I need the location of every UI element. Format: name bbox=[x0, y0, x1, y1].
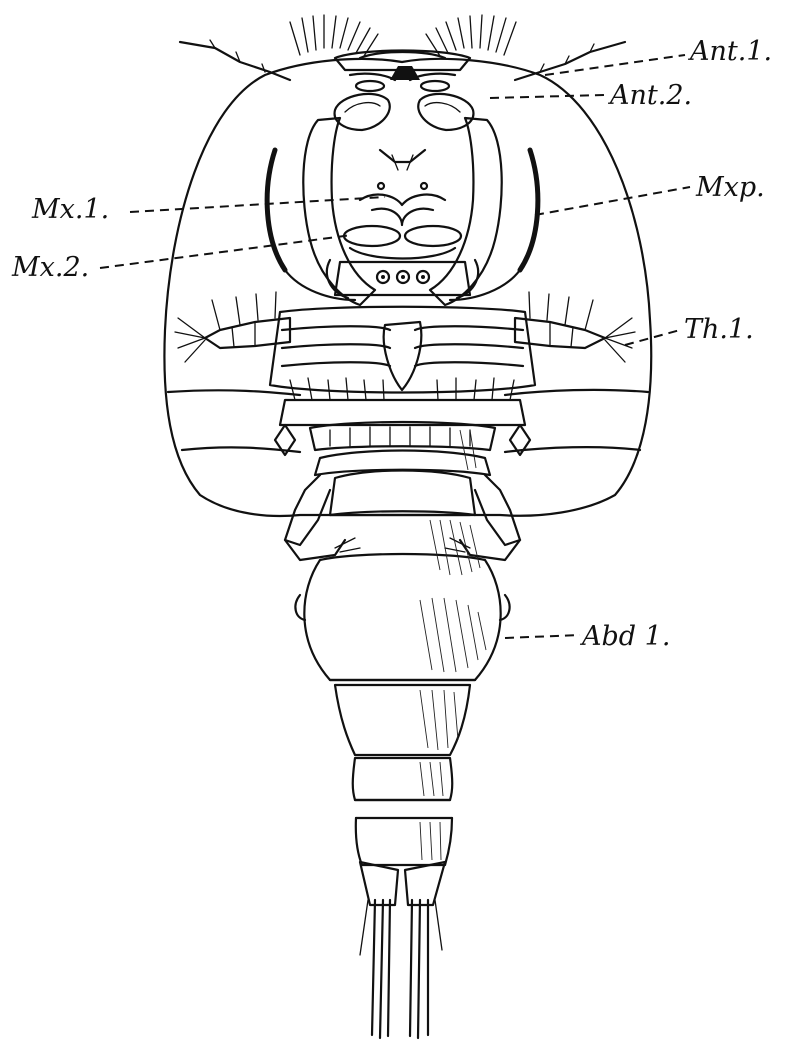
leader-lines bbox=[99, 54, 691, 639]
furcal-rami bbox=[358, 860, 447, 907]
maxilla-1 bbox=[358, 148, 447, 227]
label-ant2: Ant.2. bbox=[607, 80, 692, 111]
label-th1: Th.1. bbox=[684, 314, 754, 345]
caudal-setae bbox=[359, 898, 443, 1040]
sternal-plate bbox=[333, 260, 472, 297]
thoracic-leg-1 bbox=[174, 291, 636, 394]
antenna-2 bbox=[333, 92, 475, 132]
antenna-1 bbox=[178, 14, 627, 82]
label-ant1: Ant.1. bbox=[687, 36, 772, 67]
cephalothorax-shield bbox=[163, 50, 653, 518]
abdominal-segments bbox=[333, 683, 472, 867]
label-mx2: Mx.2. bbox=[11, 252, 89, 283]
spiny-plate bbox=[273, 377, 532, 457]
maxilla-2 bbox=[342, 224, 463, 260]
label-abd1: Abd 1. bbox=[579, 621, 670, 652]
abdominal-segment-1 bbox=[294, 552, 511, 682]
label-mx1: Mx.1. bbox=[31, 194, 109, 225]
label-mxp: Mxp. bbox=[695, 172, 765, 203]
thoracic-segments bbox=[283, 449, 522, 562]
shading-hatch bbox=[419, 429, 487, 861]
rostrum bbox=[333, 49, 472, 93]
